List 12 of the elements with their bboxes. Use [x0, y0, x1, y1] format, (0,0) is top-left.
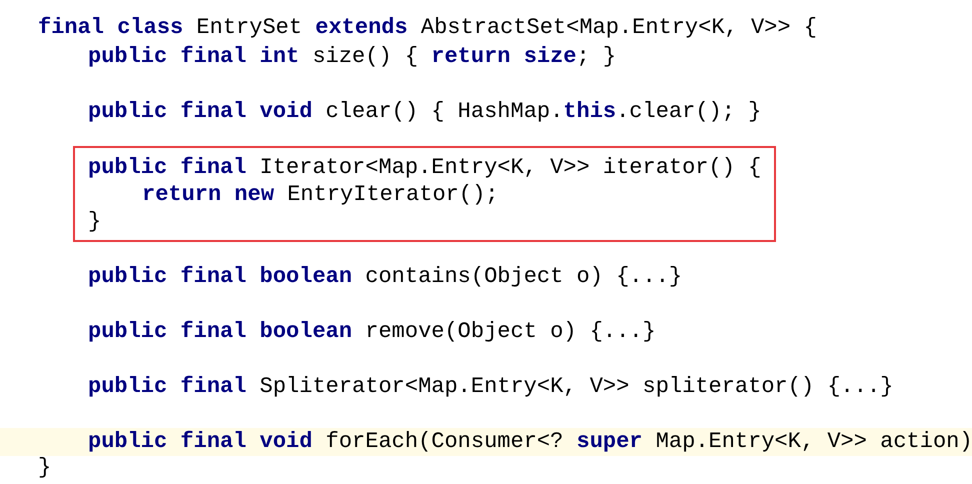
code-line: public final Spliterator<Map.Entry<K, V>> spliterator() {...}: [88, 374, 894, 400]
code-line: public final int size() { return size; }: [88, 44, 616, 70]
code-line: }: [38, 455, 52, 481]
code-line: }: [88, 209, 102, 235]
code-line: public final boolean contains(Object o) {...}: [88, 264, 682, 290]
code-line: public final void clear() { HashMap.this.clear(); }: [88, 99, 762, 125]
code-line: public final boolean remove(Object o) {...}: [88, 319, 656, 345]
code-line: final class EntrySet extends AbstractSet<Map.Entry<K, V>> {: [38, 15, 817, 41]
highlight-frame: [73, 146, 776, 242]
code-line: public final void forEach(Consumer<? super Map.Entry<K, V>> action): [88, 429, 972, 455]
code-line: return new EntryIterator();: [142, 182, 498, 208]
code-line: public final Iterator<Map.Entry<K, V>> iterator() {: [88, 155, 762, 181]
